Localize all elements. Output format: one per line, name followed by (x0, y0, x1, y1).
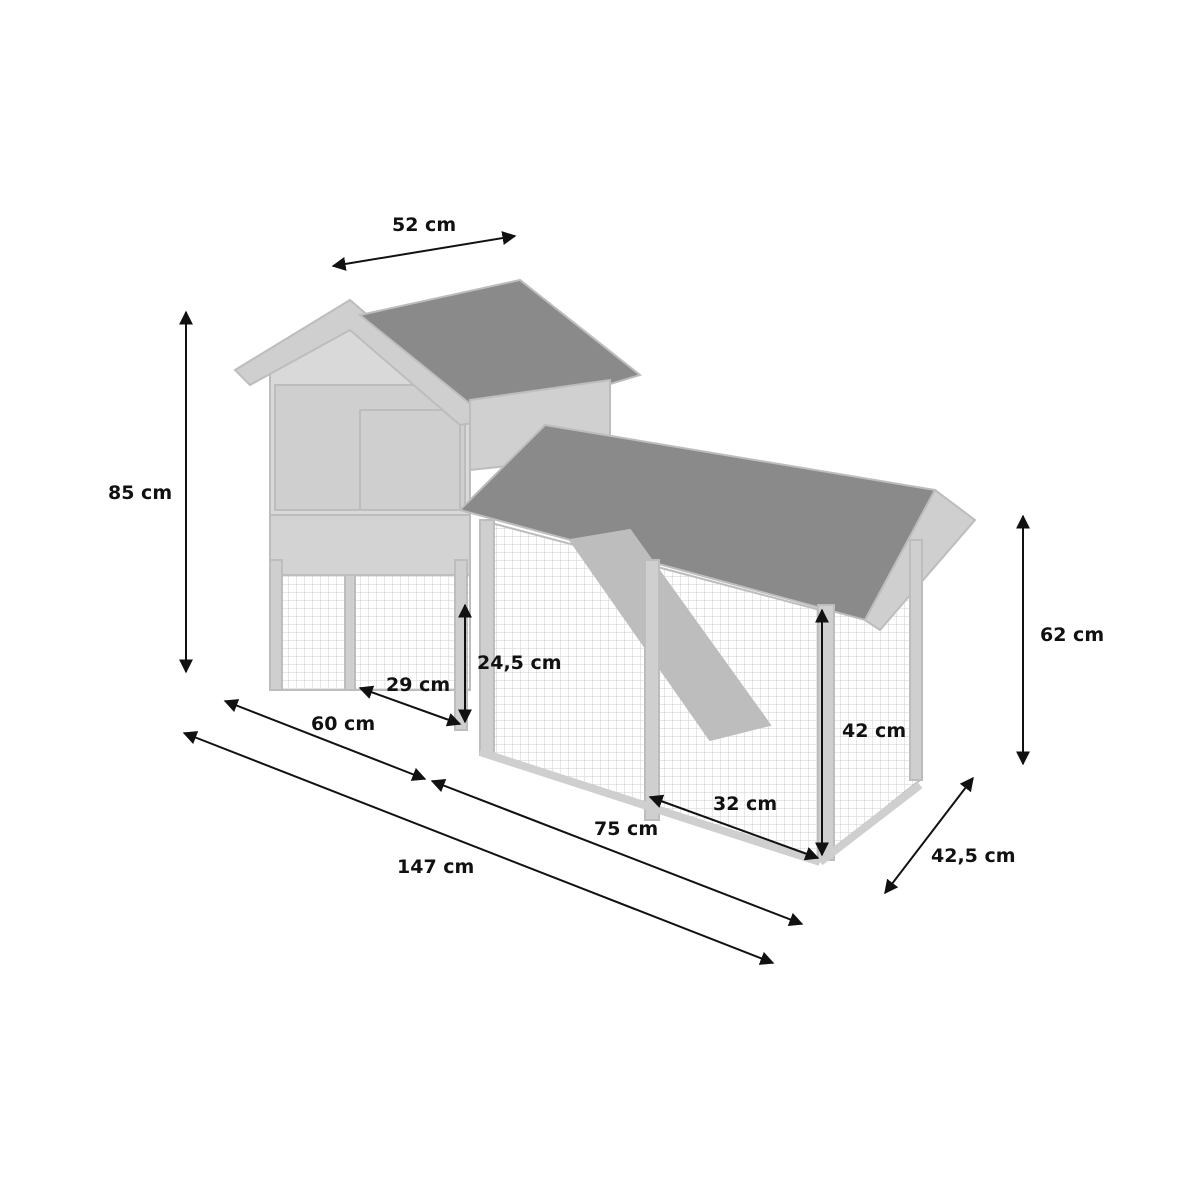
label-run-door-height: 42 cm (842, 720, 907, 742)
label-roof-width: 52 cm (392, 214, 457, 236)
label-depth: 42,5 cm (931, 845, 1016, 867)
dim-roof-width-arrow (331, 231, 517, 271)
dim-depth-arrow (884, 776, 974, 895)
dim-total-length-arrow (182, 731, 775, 965)
label-run-door-width: 32 cm (713, 793, 778, 815)
label-hutch-length: 60 cm (311, 713, 376, 735)
label-lower-door-width: 29 cm (386, 674, 451, 696)
dim-run-door-width-arrow (648, 794, 820, 861)
label-total-height: 85 cm (108, 482, 173, 504)
label-lower-door-height: 24,5 cm (477, 652, 562, 674)
label-total-length: 147 cm (397, 856, 475, 878)
label-run-height: 62 cm (1040, 624, 1105, 646)
label-run-length: 75 cm (594, 818, 659, 840)
